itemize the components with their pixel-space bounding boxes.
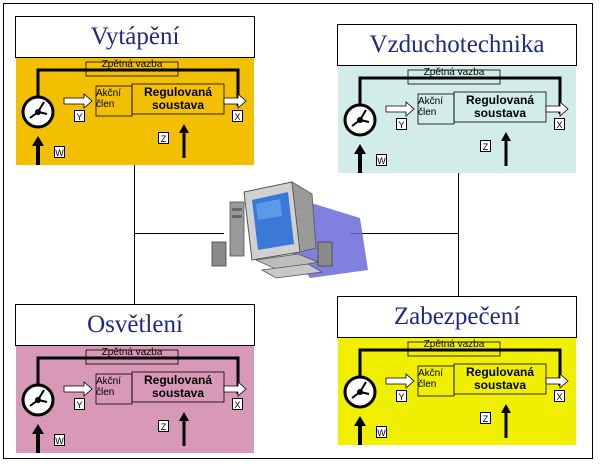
y-label: Y xyxy=(74,110,85,122)
block-title: Vzduchotechnika xyxy=(369,31,545,58)
y-label: Y xyxy=(396,118,407,130)
wire-left-h xyxy=(134,233,224,234)
z-label: Z xyxy=(158,132,169,144)
computer-icon xyxy=(200,178,370,282)
wire-bottom-left xyxy=(134,234,135,306)
block-title: Zabezpečení xyxy=(393,303,521,330)
wire-top-right xyxy=(458,168,459,234)
wire-right-h xyxy=(350,233,459,234)
x-label: X xyxy=(232,110,243,122)
x-label: X xyxy=(232,398,243,410)
w-label: W xyxy=(376,154,387,166)
feedback-label: Zpětná vazba xyxy=(423,339,485,350)
w-label: W xyxy=(376,426,387,438)
y-label: Y xyxy=(74,398,85,410)
x-label: X xyxy=(554,118,565,130)
z-label: Z xyxy=(480,140,491,152)
feedback-label: Zpětná vazba xyxy=(423,67,485,78)
control-loop-lines xyxy=(21,61,247,165)
wire-top-left xyxy=(134,163,135,234)
block-title: Osvětlení xyxy=(87,311,183,338)
wire-bottom-right xyxy=(458,234,459,296)
feedback-label: Zpětná vazba xyxy=(101,347,163,358)
control-loop-lines xyxy=(21,349,247,453)
y-label: Y xyxy=(396,390,407,402)
w-label: W xyxy=(54,146,65,158)
x-label: X xyxy=(554,390,565,402)
z-label: Z xyxy=(480,412,491,424)
block-title: Vytápění xyxy=(90,23,180,50)
control-loop-lines xyxy=(343,69,569,173)
control-loop-lines xyxy=(343,341,569,445)
z-label: Z xyxy=(158,420,169,432)
feedback-label: Zpětná vazba xyxy=(101,59,163,70)
w-label: W xyxy=(54,434,65,446)
